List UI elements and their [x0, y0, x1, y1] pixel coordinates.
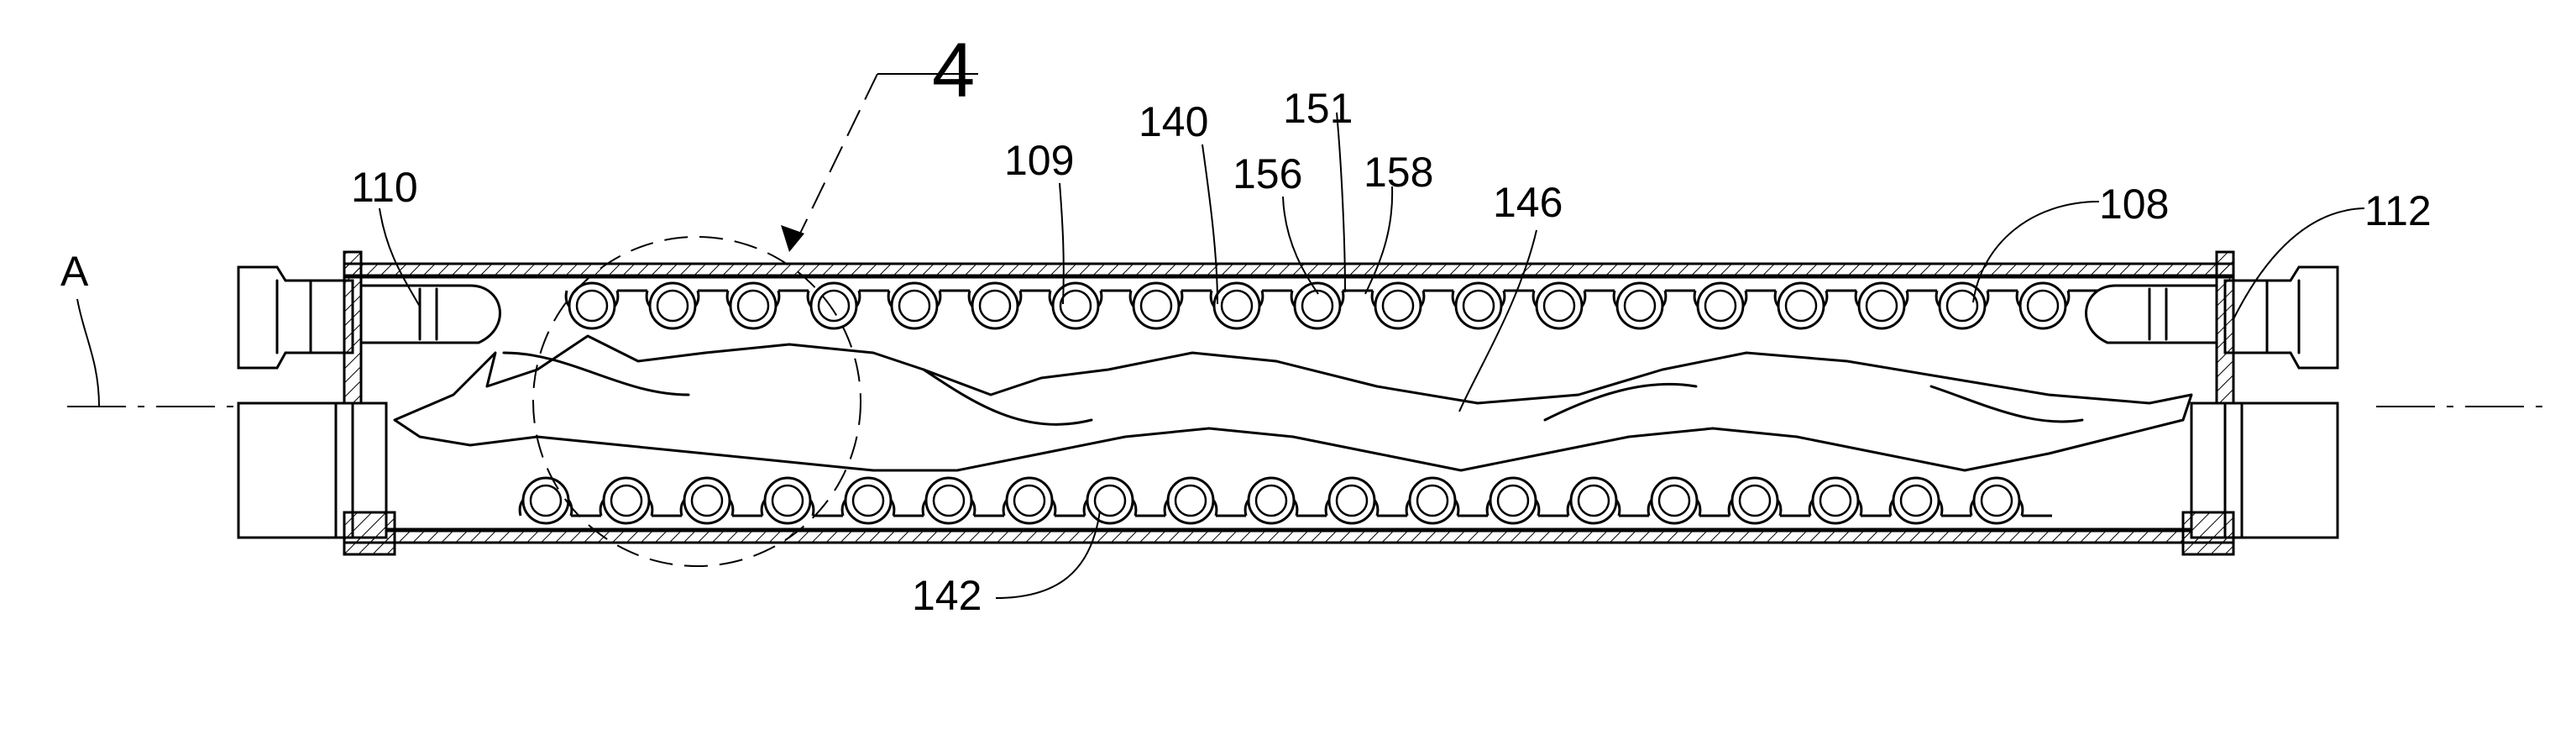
- tube-inner: [1175, 485, 1206, 516]
- tube-inner: [1141, 291, 1171, 321]
- tube-inner: [1820, 485, 1851, 516]
- tube-inner: [738, 291, 768, 321]
- axis-label: A: [60, 248, 89, 295]
- tube-inner: [1302, 291, 1333, 321]
- tube-inner: [819, 291, 849, 321]
- tube-inner: [1982, 485, 2012, 516]
- tube-inner: [1417, 485, 1448, 516]
- tube-inner: [692, 485, 722, 516]
- numeral-110: 110: [351, 164, 418, 211]
- tube-inner: [1867, 291, 1897, 321]
- top-tube-row: [566, 283, 2098, 328]
- bottom-tube-row: [520, 478, 2052, 523]
- tube-inner: [980, 291, 1010, 321]
- tube-inner: [1383, 291, 1413, 321]
- numeral-109: 109: [1004, 137, 1074, 184]
- tube-inner: [1705, 291, 1736, 321]
- numeral-142: 142: [912, 572, 982, 619]
- tube-inner: [1256, 485, 1286, 516]
- tube-inner: [577, 291, 607, 321]
- numeral-151: 151: [1283, 85, 1353, 132]
- numeral-158: 158: [1364, 149, 1433, 196]
- tube-inner: [1337, 485, 1367, 516]
- tube-inner: [1901, 485, 1931, 516]
- tube-inner: [772, 485, 803, 516]
- tube-inner: [1498, 485, 1528, 516]
- tube-inner: [1625, 291, 1655, 321]
- numeral-108: 108: [2099, 181, 2169, 228]
- tube-inner: [1786, 291, 1816, 321]
- tube-inner: [1544, 291, 1574, 321]
- numeral-140: 140: [1139, 98, 1208, 145]
- tube-inner: [1060, 291, 1091, 321]
- tube-inner: [1014, 485, 1045, 516]
- tube-inner: [853, 485, 883, 516]
- tube-inner: [1740, 485, 1770, 516]
- numeral-146: 146: [1493, 179, 1563, 226]
- tube-inner: [1463, 291, 1494, 321]
- tube-inner: [934, 485, 964, 516]
- tube-inner: [657, 291, 688, 321]
- inner-baffle: [395, 336, 2191, 470]
- tube-inner: [531, 485, 561, 516]
- numeral-112: 112: [2364, 187, 2432, 234]
- numeral-156: 156: [1233, 150, 1302, 197]
- tube-inner: [1579, 485, 1609, 516]
- tube-inner: [2028, 291, 2058, 321]
- tube-inner: [1659, 485, 1689, 516]
- tube-inner: [1222, 291, 1252, 321]
- tube-inner: [611, 485, 641, 516]
- detail-number: 4: [932, 28, 975, 113]
- tube-inner: [899, 291, 929, 321]
- tube-inner: [1947, 291, 1977, 321]
